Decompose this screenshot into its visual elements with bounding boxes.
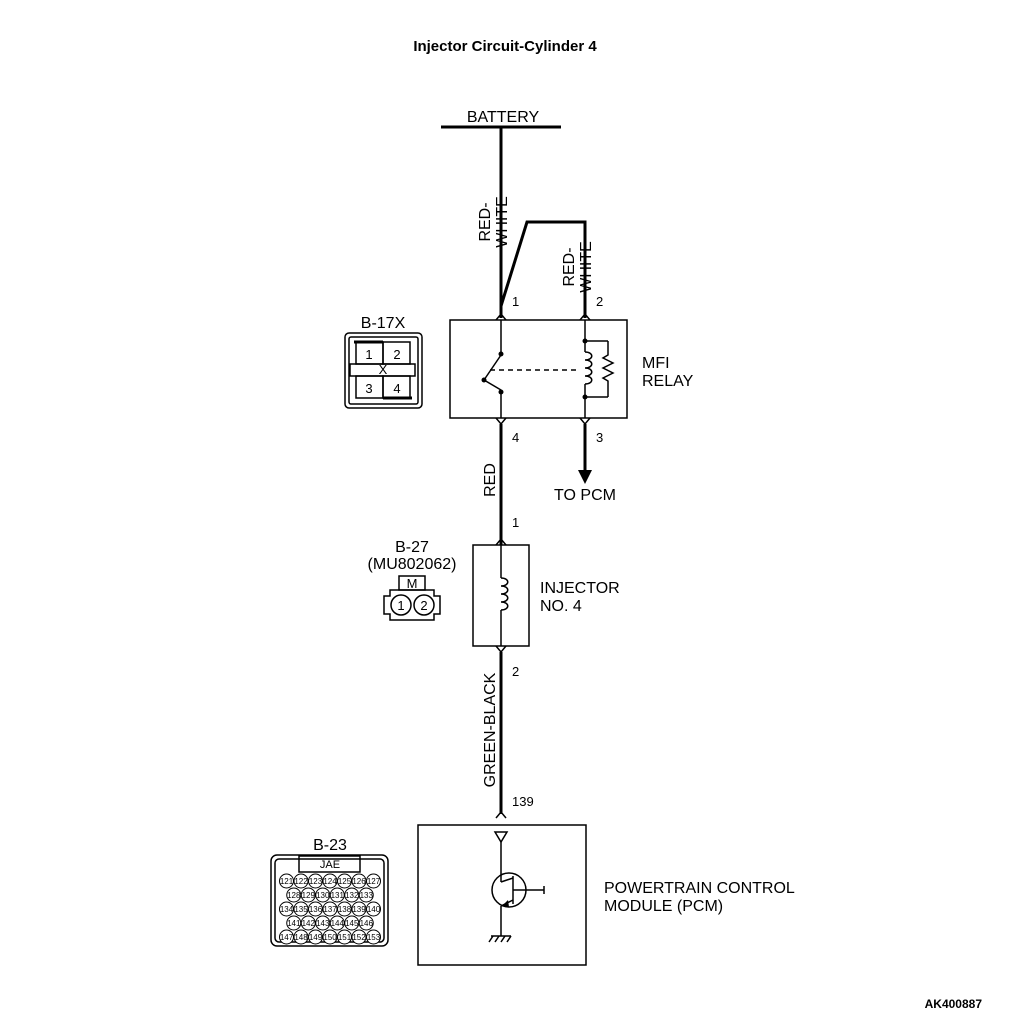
b23-pin-number: 152 [352,933,366,942]
b23-pin-number: 136 [309,905,323,914]
b23-brand: JAE [320,859,340,871]
b17x-pin-3: 3 [365,381,372,396]
b23-pin-cavity [366,873,381,889]
wire-label-injector-pcm: GREEN-BLACK [482,672,499,787]
b17x-label: B-17X [361,315,406,332]
b23-pin-number: 130 [316,891,330,900]
b23-pin-number: 131 [331,891,345,900]
b23-pin-number: 129 [302,891,316,900]
pcm-name-line1: POWERTRAIN CONTROL [604,880,795,897]
b23-pin-number: 139 [352,905,366,914]
b23-pin-number: 122 [294,877,308,886]
b23-pin-number: 125 [338,877,352,886]
b23-pin-number: 121 [280,877,294,886]
relay-switch [481,320,578,418]
relay-coil [582,320,615,418]
relay-pin-2: 2 [596,294,603,309]
b23-pin-number: 126 [352,877,366,886]
relay-resistor [601,341,615,397]
b17x-pin-1: 1 [365,347,372,362]
b23-pin-cavity [366,901,381,917]
b23-pin-number: 132 [345,891,359,900]
b23-pin-number: 153 [367,933,381,942]
b23-pin-cavity [366,929,381,945]
b23-pin-number: 142 [302,919,316,928]
wire-label-relay-injector: RED [482,463,499,497]
relay-pin-4: 4 [512,430,519,445]
b23-pin-cavity [358,887,374,903]
relay-name-line2: RELAY [642,373,694,390]
diagram-title: Injector Circuit-Cylinder 4 [413,38,597,55]
b27-key: M [407,576,418,591]
b17x-pin-x: X [379,362,388,377]
injector-coil [500,545,509,646]
relay-terminal-2 [579,312,591,321]
mfi-relay-box [449,319,628,419]
pcm-name-line2: MODULE (PCM) [604,898,723,915]
b23-pin-number: 150 [323,933,337,942]
injector-terminal-2 [495,645,507,654]
relay-terminal-1 [495,312,507,321]
relay-terminal-3 [579,417,591,426]
b23-pin-number: 148 [294,933,308,942]
b27-label: B-27 [395,539,429,556]
b23-pin-number: 128 [287,891,301,900]
b23-pin-cavity [358,915,374,931]
b23-pin-number: 123 [309,877,323,886]
figure-code: AK400887 [925,997,983,1011]
b23-pin-number: 144 [331,919,345,928]
b23-pin-number: 124 [323,877,337,886]
injector-pin-1: 1 [512,515,519,530]
b23-label: B-23 [313,837,347,854]
relay-terminal-4 [495,417,507,426]
pcm-box [417,824,587,966]
b23-pin-number: 133 [360,891,374,900]
b23-pin-number: 146 [360,919,374,928]
injector-pin-2: 2 [512,664,519,679]
wire-relay-pin2 [499,220,587,318]
injector-terminal-1 [495,537,507,546]
b23-pin-number: 140 [367,905,381,914]
b23-pin-number: 134 [280,905,294,914]
pcm-terminal [495,810,507,819]
b23-pin-number: 141 [287,919,301,928]
to-pcm-label: TO PCM [554,487,616,504]
b23-pin-number: 135 [294,905,308,914]
pcm-transistor [488,831,545,943]
battery-label: BATTERY [467,109,540,126]
b23-pin-number: 147 [280,933,294,942]
b23-pin-number: 137 [323,905,337,914]
relay-pin-3: 3 [596,430,603,445]
injector-name-line1: INJECTOR [540,580,620,597]
relay-pin-1: 1 [512,294,519,309]
b27-part-number: (MU802062) [368,556,457,573]
connector-b27: B-27 (MU802062) M 1 2 [368,539,457,621]
wire-label-relay-pin2: RED-WHITE [561,241,595,293]
relay-name-line1: MFI [642,355,670,372]
b23-pin-number: 127 [367,877,381,886]
b17x-pin-4: 4 [393,381,400,396]
b23-pin-number: 149 [309,933,323,942]
b27-pin-2: 2 [420,598,427,613]
b23-pin-number: 145 [345,919,359,928]
wire-label-battery-relay: RED-WHITE [477,196,511,248]
pcm-pin: 139 [512,794,534,809]
b27-pin-1: 1 [397,598,404,613]
connector-b17x: B-17X 1 2 X 3 4 [344,315,423,409]
to-pcm-arrow [578,470,592,484]
b23-pin-number: 143 [316,919,330,928]
b23-pin-number: 151 [338,933,352,942]
b17x-pin-2: 2 [393,347,400,362]
injector-name-line2: NO. 4 [540,598,582,615]
b23-pin-number: 138 [338,905,352,914]
